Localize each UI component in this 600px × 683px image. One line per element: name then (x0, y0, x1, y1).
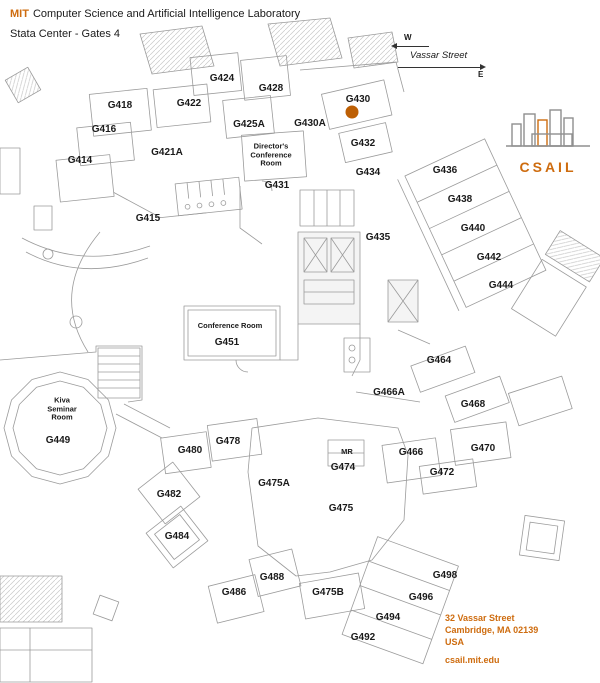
compass-east-label: E (478, 70, 484, 79)
west-arrow-icon (391, 43, 429, 49)
csail-logo: CSAIL (505, 108, 591, 175)
east-arrow-icon (398, 64, 486, 70)
location-marker (345, 105, 359, 119)
address-street: 32 Vassar Street (445, 613, 515, 623)
compass-west-label: W (404, 33, 412, 42)
website-url: csail.mit.edu (445, 655, 500, 665)
street-label: Vassar Street (410, 50, 468, 61)
address-country: USA (445, 637, 465, 647)
mit-brand: MIT (10, 8, 29, 20)
address-city: Cambridge, MA 02139 (445, 625, 539, 635)
subtitle: Stata Center - Gates 4 (10, 28, 121, 40)
footer-address: 32 Vassar Street Cambridge, MA 02139 USA… (445, 612, 538, 666)
csail-skyline-icon (506, 109, 590, 147)
lab-title: Computer Science and Artificial Intellig… (32, 8, 301, 20)
csail-logo-text: CSAIL (519, 159, 577, 175)
